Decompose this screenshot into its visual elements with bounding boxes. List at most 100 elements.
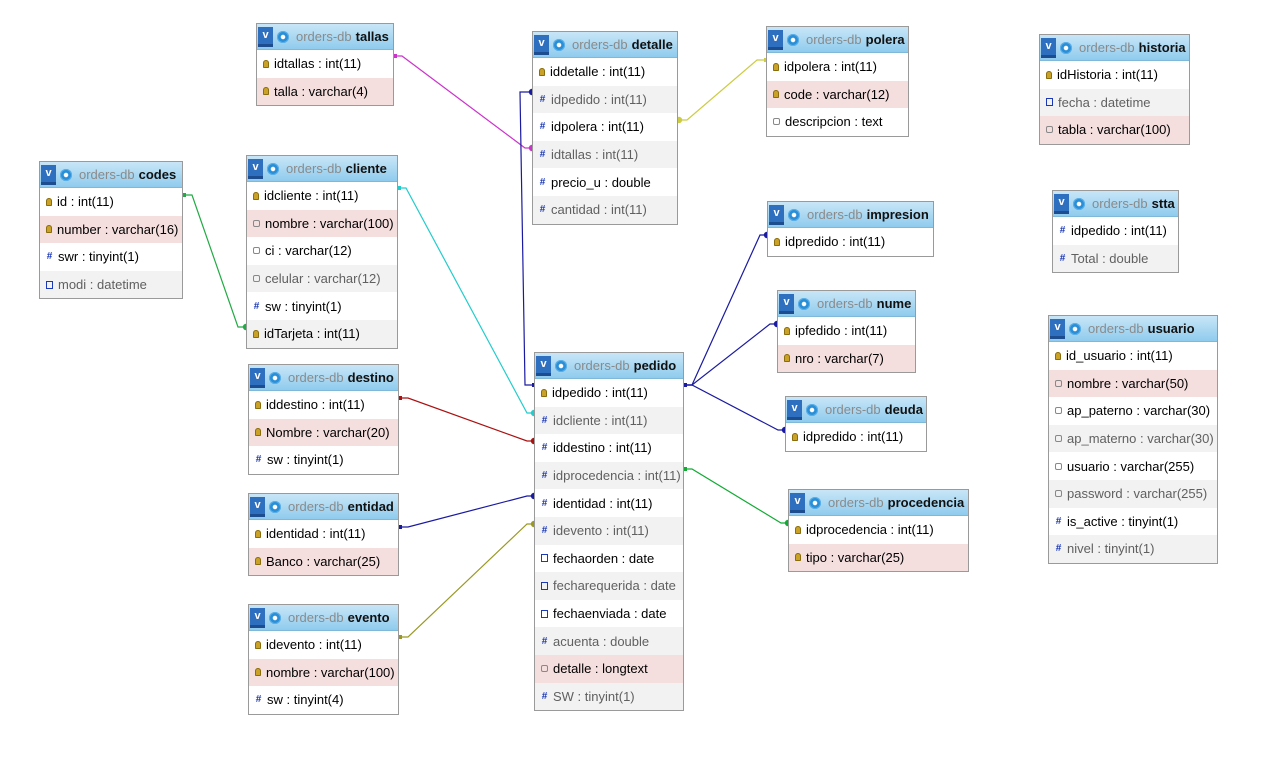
column-row[interactable]: modi : datetime — [40, 270, 182, 299]
column-row[interactable]: idcliente : int(11) — [247, 182, 397, 210]
column-row[interactable]: idpredido : int(11) — [786, 423, 926, 451]
toggle-columns-icon[interactable]: v — [768, 29, 783, 50]
column-row[interactable]: ipfedido : int(11) — [778, 317, 915, 345]
column-row[interactable]: iddestino : int(11) — [249, 391, 398, 419]
toggle-columns-icon[interactable]: v — [1041, 37, 1056, 58]
gear-icon[interactable] — [267, 162, 279, 175]
column-row[interactable]: tipo : varchar(25) — [789, 543, 968, 572]
gear-icon[interactable] — [269, 371, 281, 384]
column-row[interactable]: ci : varchar(12) — [247, 237, 397, 265]
toggle-columns-icon[interactable]: v — [1050, 318, 1065, 339]
column-row[interactable]: Banco : varchar(25) — [249, 547, 398, 576]
column-row[interactable]: Nombre : varchar(20) — [249, 418, 398, 447]
column-row[interactable]: password : varchar(255) — [1049, 479, 1217, 508]
column-row[interactable]: #idcliente : int(11) — [535, 406, 683, 435]
gear-icon[interactable] — [798, 297, 810, 310]
column-row[interactable]: identidad : int(11) — [249, 520, 398, 548]
gear-icon[interactable] — [788, 208, 800, 221]
column-row[interactable]: #identidad : int(11) — [535, 489, 683, 517]
gear-icon[interactable] — [806, 403, 818, 416]
gear-icon[interactable] — [1060, 41, 1072, 54]
toggle-columns-icon[interactable]: v — [250, 367, 265, 388]
column-row[interactable]: #acuenta : double — [535, 627, 683, 655]
column-row[interactable]: iddetalle : int(11) — [533, 58, 677, 86]
column-row[interactable]: idprocedencia : int(11) — [789, 516, 968, 544]
toggle-columns-icon[interactable]: v — [41, 164, 56, 185]
gear-icon[interactable] — [269, 611, 281, 624]
gear-icon[interactable] — [1069, 322, 1081, 335]
column-row[interactable]: fechaorden : date — [535, 545, 683, 573]
column-row[interactable]: fecha : datetime — [1040, 88, 1189, 117]
column-row[interactable]: id_usuario : int(11) — [1049, 342, 1217, 370]
column-row[interactable]: number : varchar(16) — [40, 215, 182, 244]
column-row[interactable]: idTarjeta : int(11) — [247, 319, 397, 348]
column-row[interactable]: #idevento : int(11) — [535, 516, 683, 545]
gear-icon[interactable] — [277, 30, 289, 43]
column-row[interactable]: fecharequerida : date — [535, 572, 683, 600]
toggle-columns-icon[interactable]: v — [250, 607, 265, 628]
column-row[interactable]: #iddestino : int(11) — [535, 434, 683, 462]
column-row[interactable]: #SW : tinyint(1) — [535, 682, 683, 711]
column-row[interactable]: nombre : varchar(50) — [1049, 369, 1217, 398]
column-row[interactable]: nombre : varchar(100) — [249, 658, 398, 687]
column-row[interactable]: idpredido : int(11) — [768, 228, 933, 256]
toggle-columns-icon[interactable]: v — [779, 293, 794, 314]
column-row[interactable]: detalle : longtext — [535, 654, 683, 683]
toggle-columns-icon[interactable]: v — [769, 204, 784, 225]
column-row[interactable]: descripcion : text — [767, 108, 908, 136]
gear-icon[interactable] — [809, 496, 821, 509]
column-row[interactable]: #idprocedencia : int(11) — [535, 461, 683, 490]
column-row[interactable]: id : int(11) — [40, 188, 182, 216]
gear-icon[interactable] — [553, 38, 565, 51]
column-row[interactable]: #sw : tinyint(1) — [249, 446, 398, 474]
column-row[interactable]: ap_materno : varchar(30) — [1049, 424, 1217, 453]
column-row[interactable]: #Total : double — [1053, 244, 1178, 273]
column-row[interactable]: idevento : int(11) — [249, 631, 398, 659]
column-row[interactable]: #precio_u : double — [533, 168, 677, 196]
column-row[interactable]: #idtallas : int(11) — [533, 140, 677, 169]
column-row[interactable]: #idpedido : int(11) — [1053, 217, 1178, 245]
gear-icon[interactable] — [1073, 197, 1085, 210]
column-row[interactable]: nombre : varchar(100) — [247, 209, 397, 238]
column-row[interactable]: #idpolera : int(11) — [533, 113, 677, 141]
gear-icon[interactable] — [60, 168, 72, 181]
gear-icon[interactable] — [269, 500, 281, 513]
column-row[interactable]: usuario : varchar(255) — [1049, 452, 1217, 480]
toggle-columns-icon[interactable]: v — [1054, 193, 1069, 214]
column-row[interactable]: fechaenviada : date — [535, 600, 683, 628]
column-row[interactable]: #sw : tinyint(1) — [247, 292, 397, 320]
column-row[interactable]: idpedido : int(11) — [535, 379, 683, 407]
toggle-columns-icon[interactable]: v — [534, 34, 549, 55]
toggle-columns-icon[interactable]: v — [790, 492, 805, 513]
column-row[interactable]: idpolera : int(11) — [767, 53, 908, 81]
toggle-columns-icon[interactable]: v — [250, 496, 265, 517]
gear-icon[interactable] — [787, 33, 799, 46]
column-row[interactable]: celular : varchar(12) — [247, 264, 397, 293]
column-row[interactable]: tabla : varchar(100) — [1040, 116, 1189, 144]
column-row[interactable]: #sw : tinyint(4) — [249, 686, 398, 714]
toggle-columns-icon[interactable]: v — [258, 26, 273, 47]
toggle-columns-icon[interactable]: v — [248, 158, 263, 179]
